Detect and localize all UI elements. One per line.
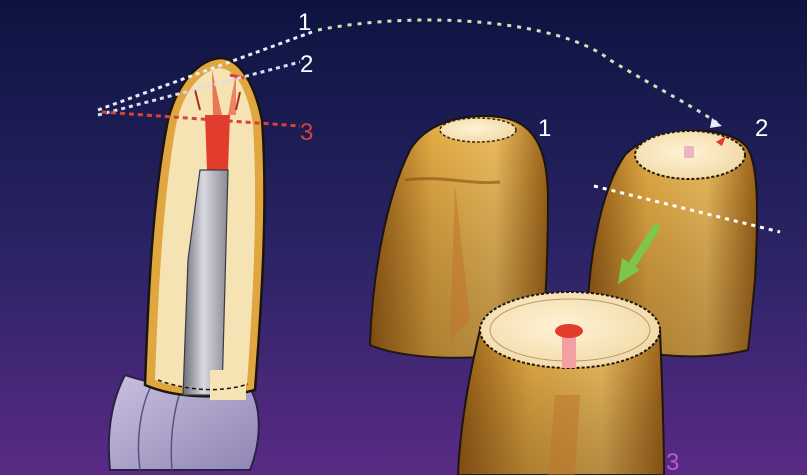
line-label-2: 2 xyxy=(300,51,313,78)
line-label-1: 1 xyxy=(298,9,311,36)
stump-label-2: 2 xyxy=(755,115,768,142)
pulp-canal xyxy=(205,115,230,170)
stump-label-3: 3 xyxy=(666,449,679,475)
stump-3 xyxy=(458,292,664,475)
stump-label-1: 1 xyxy=(538,115,551,142)
line-label-3: 3 xyxy=(300,119,313,146)
